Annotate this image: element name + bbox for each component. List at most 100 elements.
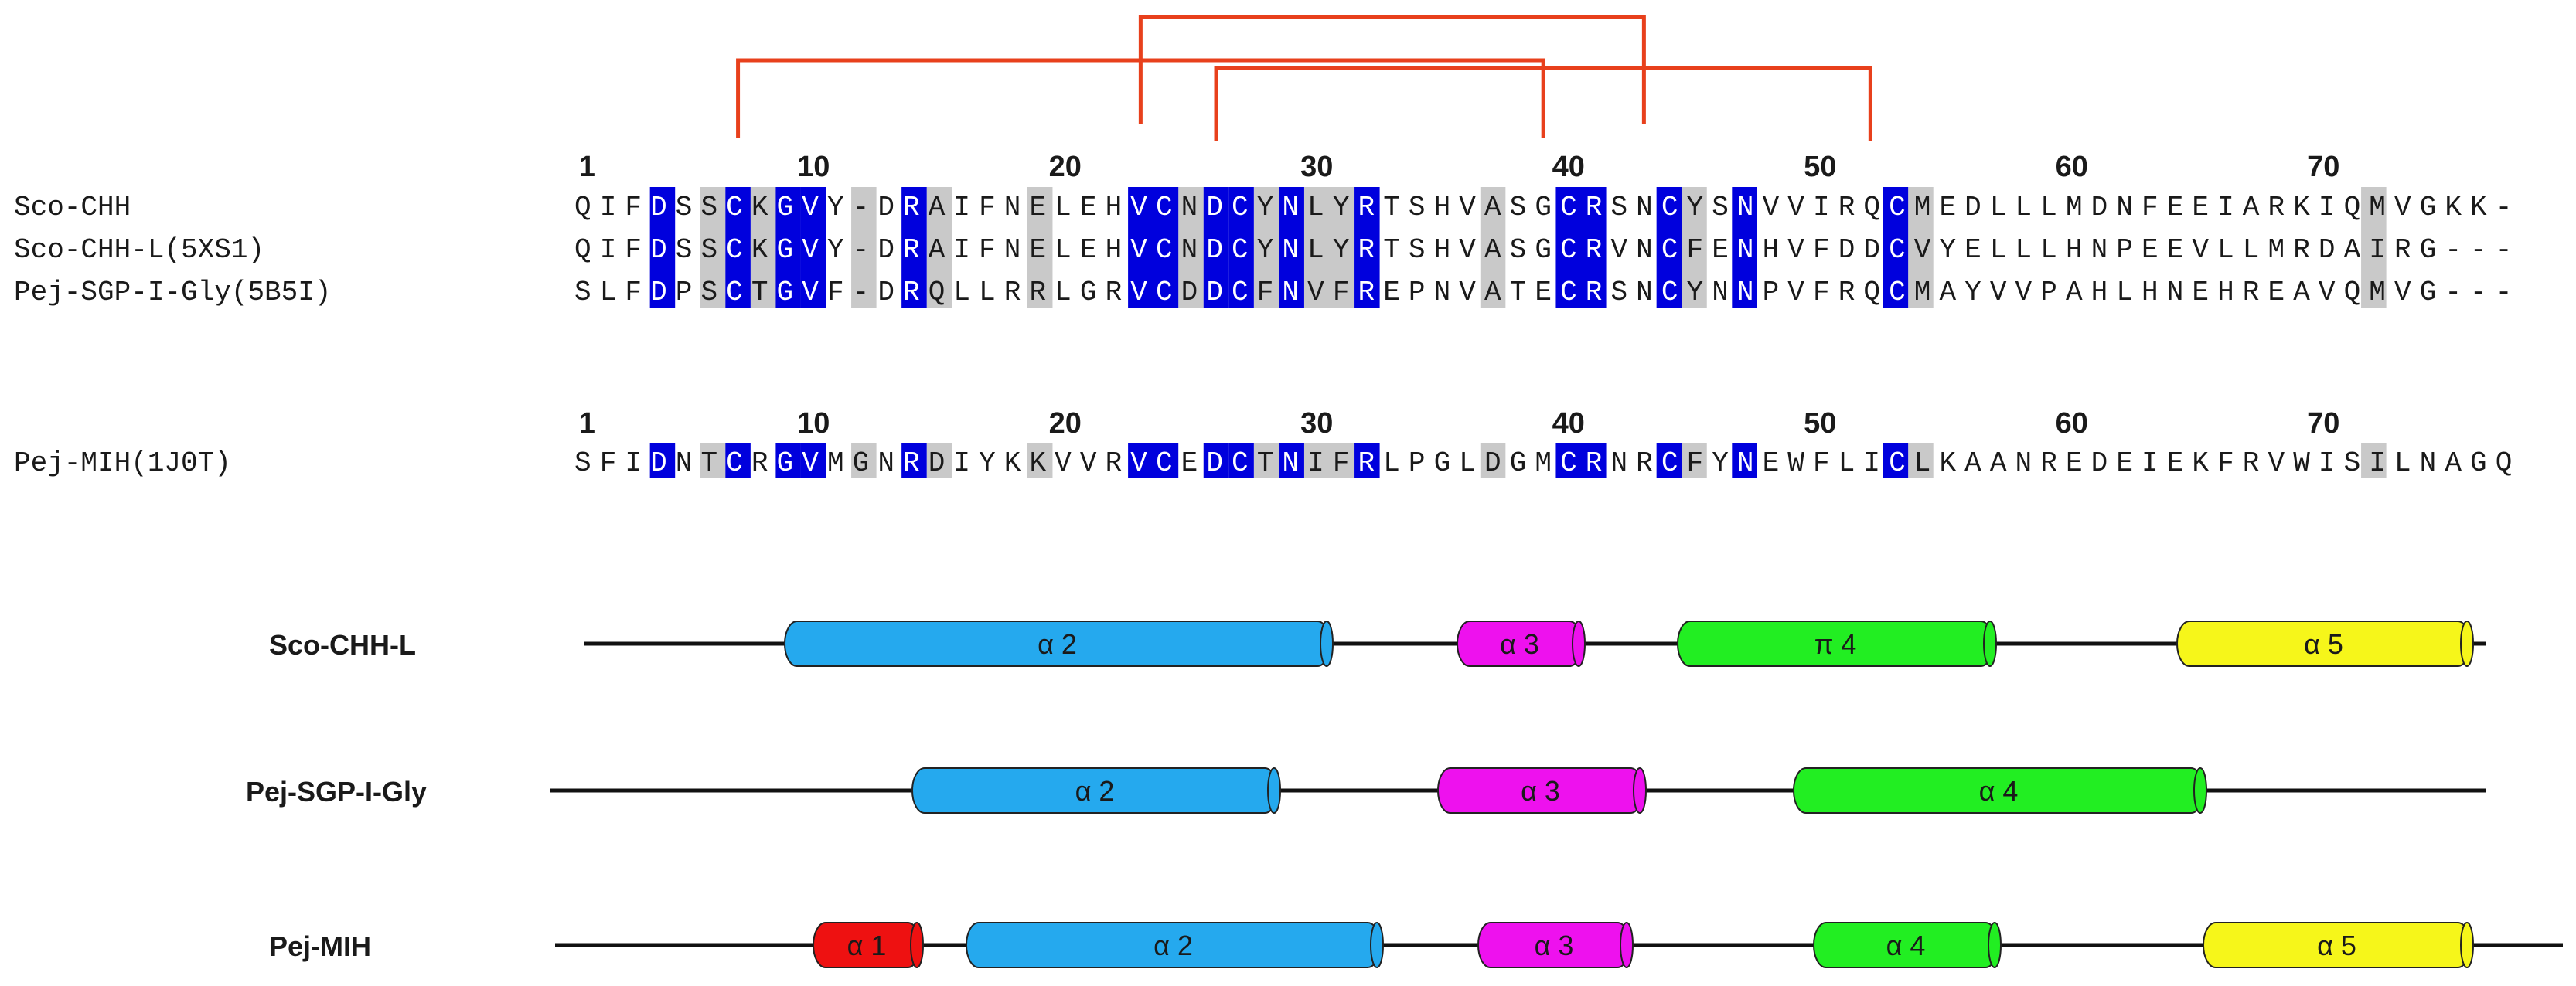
alignment-top-similar-column — [1480, 187, 1506, 308]
alignment-top-identical-column — [1128, 187, 1153, 308]
helix-label: α 3 — [1500, 628, 1539, 660]
alignment-top-similar-column — [1253, 187, 1279, 308]
alignment-bottom-similar-column — [926, 443, 952, 478]
helix-cylinder-end — [1370, 922, 1384, 968]
alignment-top-identical-column — [1883, 187, 1909, 308]
structure-track-name: Sco-CHH-L — [269, 629, 416, 661]
alignment-top-similar-column — [1027, 187, 1053, 308]
alignment-top-identical-column — [1228, 187, 1254, 308]
alignment-top-identical-column — [1732, 187, 1757, 308]
residue-number-bottom-40: 40 — [1552, 407, 1585, 440]
alignment-bottom-similar-column — [1253, 443, 1279, 478]
residue-number-bottom-30: 30 — [1300, 407, 1333, 440]
structure-track-name: Pej-SGP-I-Gly — [246, 776, 427, 808]
alignment-bottom-identical-column — [1581, 443, 1607, 478]
alignment-top-similar-column — [926, 187, 952, 308]
alignment-top-similar-column — [1178, 187, 1204, 308]
alignment-bottom-sequence-name: Pej-MIH(1J0T) — [14, 447, 231, 479]
residue-number-bottom-10: 10 — [797, 407, 830, 440]
residue-number-bottom-60: 60 — [2056, 407, 2088, 440]
disulfide-bond-3 — [1214, 66, 1872, 141]
residue-number-bottom-20: 20 — [1049, 407, 1082, 440]
alignment-bottom-similar-column — [1303, 443, 1330, 478]
alignment-top-identical-column — [1555, 187, 1581, 308]
residue-number-bottom-1: 1 — [579, 407, 595, 440]
residue-number-bottom-50: 50 — [1804, 407, 1836, 440]
alignment-top-similar-column — [1303, 187, 1330, 308]
alignment-bottom-similar-column — [1682, 443, 1707, 478]
alignment-bottom-similar-column — [1908, 443, 1934, 478]
helix-cylinder-end — [910, 922, 924, 968]
alignment-top-identical-column — [649, 187, 676, 308]
alignment-top-identical-column — [901, 187, 927, 308]
alignment-top-identical-column — [800, 187, 826, 308]
residue-number-top-70: 70 — [2307, 151, 2339, 183]
alignment-bottom-identical-column — [1279, 443, 1304, 478]
helix-cylinder-end — [1988, 922, 2002, 968]
alignment-bottom-similar-column — [1480, 443, 1506, 478]
residue-number-bottom-70: 70 — [2307, 407, 2339, 440]
residue-number-top-20: 20 — [1049, 151, 1082, 183]
helix-label: α 2 — [1153, 930, 1193, 961]
helix-label: α 4 — [1979, 775, 2019, 807]
helix-label: α 2 — [1075, 775, 1115, 807]
helix-label: α 4 — [1886, 930, 1926, 961]
alignment-bottom-identical-column — [1732, 443, 1757, 478]
disulfide-bond-2 — [1138, 15, 1646, 124]
alignment-bottom-identical-column — [800, 443, 826, 478]
alignment-top-identical-column — [1153, 187, 1179, 308]
alignment-bottom-identical-column — [1153, 443, 1179, 478]
alignment-bottom-identical-column — [1228, 443, 1254, 478]
alignment-bottom-similar-column — [1329, 443, 1355, 478]
alignment-top-identical-column — [725, 187, 751, 308]
helix-cylinder-end — [1983, 620, 1997, 667]
alignment-top-similar-column — [700, 187, 726, 308]
alignment-bottom-identical-column — [1555, 443, 1581, 478]
helix-cylinder-end — [1320, 620, 1334, 667]
structure-track-name: Pej-MIH — [269, 930, 371, 962]
residue-number-top-40: 40 — [1552, 151, 1585, 183]
alignment-top-similar-column — [851, 187, 877, 308]
helix-label: α 1 — [847, 930, 887, 961]
alignment-top-identical-column — [775, 187, 801, 308]
helix-label: α 3 — [1535, 930, 1574, 961]
alignment-top-similar-column — [1682, 187, 1707, 308]
alignment-bottom-identical-column — [1203, 443, 1229, 478]
alignment-top-sequence-name: Sco-CHH-L(5XS1) — [14, 234, 264, 266]
helix-label: α 2 — [1038, 628, 1077, 660]
alignment-top-sequence-name: Sco-CHH — [14, 192, 131, 223]
alignment-top-identical-column — [1203, 187, 1229, 308]
residue-number-top-1: 1 — [579, 151, 595, 183]
helix-label: α 3 — [1521, 775, 1560, 807]
alignment-top-similar-column — [750, 187, 776, 308]
alignment-bottom-identical-column — [649, 443, 676, 478]
helix-label: α 5 — [2317, 930, 2356, 961]
alignment-top-similar-column — [1908, 187, 1934, 308]
helix-label: α 5 — [2304, 628, 2343, 660]
residue-number-top-30: 30 — [1300, 151, 1333, 183]
residue-number-top-50: 50 — [1804, 151, 1836, 183]
alignment-bottom-identical-column — [1354, 443, 1380, 478]
alignment-top-identical-column — [1279, 187, 1304, 308]
alignment-bottom-identical-column — [1883, 443, 1909, 478]
alignment-top-identical-column — [1354, 187, 1380, 308]
alignment-bottom-identical-column — [1128, 443, 1153, 478]
alignment-top-similar-column — [1329, 187, 1355, 308]
alignment-bottom-similar-column — [700, 443, 726, 478]
alignment-bottom-similar-column — [2361, 443, 2387, 478]
helix-cylinder-end — [2460, 922, 2474, 968]
alignment-top-similar-column — [2361, 187, 2387, 308]
residue-number-top-60: 60 — [2056, 151, 2088, 183]
alignment-bottom-identical-column — [725, 443, 751, 478]
helix-cylinder-end — [1633, 767, 1647, 814]
residue-number-top-10: 10 — [797, 151, 830, 183]
helix-cylinder-end — [1267, 767, 1281, 814]
alignment-top-identical-column — [1581, 187, 1607, 308]
helix-cylinder-end — [2460, 620, 2474, 667]
helix-label: π 4 — [1814, 628, 1857, 660]
